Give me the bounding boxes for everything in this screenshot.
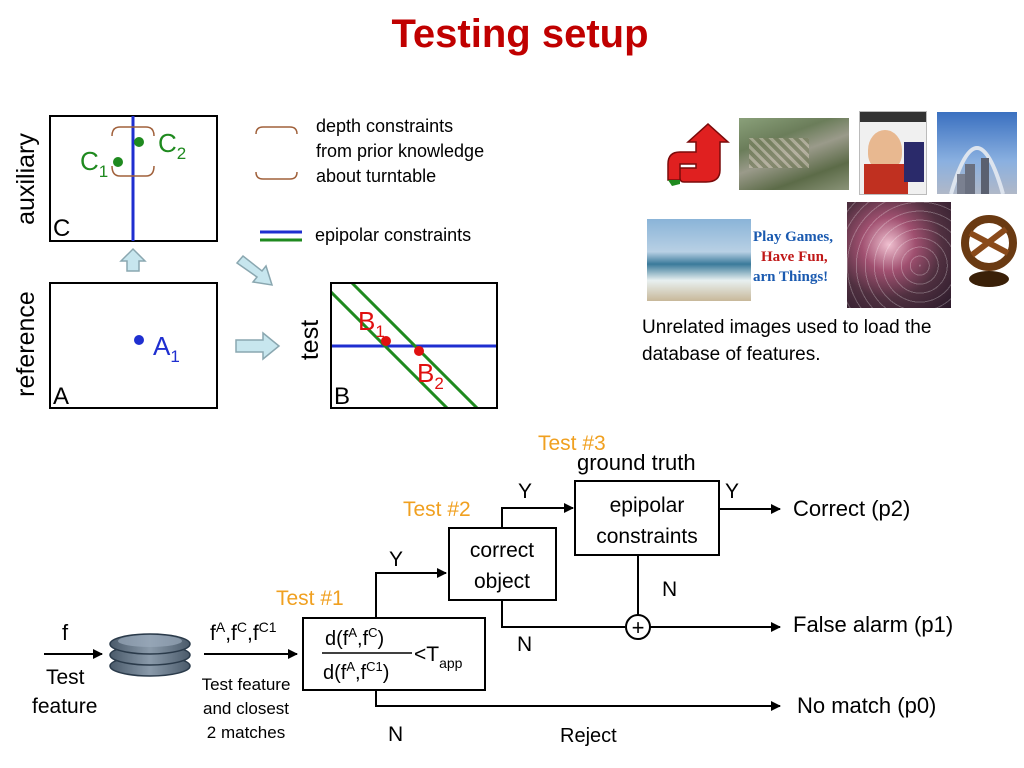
- images-caption: Unrelated images used to load the databa…: [642, 314, 1012, 368]
- legend-depth-line3: about turntable: [316, 166, 436, 186]
- epipolar-line-diagonal-1: [331, 289, 450, 408]
- svg-text:+: +: [632, 615, 645, 640]
- depth-bracket-top: [111, 126, 155, 137]
- point-a1: [134, 335, 144, 345]
- database-icon: [109, 633, 191, 677]
- depth-bracket-bottom: [111, 165, 155, 177]
- test-view: B1 B2 B test: [296, 282, 498, 410]
- box2-line2: object: [474, 570, 530, 593]
- test1-yes: Y: [389, 548, 403, 571]
- thumb-aerial-town: [739, 118, 849, 190]
- test3-no: N: [662, 578, 677, 601]
- test3-label: Test #3: [538, 432, 606, 455]
- thumb-arch: [937, 112, 1017, 194]
- label-c1: C1: [80, 146, 108, 181]
- auxiliary-view: C2 C1 C auxiliary: [12, 115, 218, 242]
- out-no-match: No match (p0): [797, 693, 936, 718]
- flowchart: f Test feature fA,fC,fC1 Test feature an…: [32, 432, 953, 747]
- svg-text:Play Games,: Play Games,: [753, 229, 833, 245]
- side-label-test: test: [296, 320, 324, 360]
- svg-text:arn Things!: arn Things!: [753, 269, 828, 285]
- page-title: Testing setup: [391, 12, 649, 56]
- matches-label-1: Test feature: [202, 675, 291, 694]
- thumb-red-arrow: [662, 122, 730, 188]
- thumb-sculpture: [958, 207, 1020, 289]
- thumb-play-games: Play Games, Have Fun, arn Things!: [751, 219, 846, 291]
- label-a1: A1: [153, 331, 180, 366]
- right-arrow-icon: [235, 331, 281, 361]
- ratio-numerator: d(fA,fC): [325, 625, 384, 650]
- box3-title: ground truth: [577, 450, 696, 475]
- label-b1: B1: [358, 306, 385, 341]
- test2-yes-arrow: [501, 503, 574, 528]
- box3-line1: epipolar: [610, 494, 685, 517]
- svg-text:Have Fun,: Have Fun,: [761, 249, 828, 265]
- point-b2: [414, 346, 424, 356]
- test1-no: N: [388, 723, 403, 746]
- no-match-arrow: [375, 690, 781, 711]
- box2-line1: correct: [470, 539, 534, 562]
- thumb-magazine: [859, 111, 927, 195]
- reference-view: A1 A reference: [12, 282, 218, 410]
- test2-yes: Y: [518, 480, 532, 503]
- out-correct: Correct (p2): [793, 496, 910, 521]
- corner-label-c: C: [53, 215, 70, 242]
- input-label-1: Test: [46, 666, 85, 689]
- test3-yes: Y: [725, 480, 739, 503]
- test1-box: [302, 617, 486, 691]
- caption-line-1: Unrelated images used to load the: [642, 317, 932, 338]
- test1-label: Test #1: [276, 587, 344, 610]
- out-false-alarm: False alarm (p1): [793, 612, 953, 637]
- matches-symbols: fA,fC,fC1: [210, 619, 277, 645]
- legend-epipolar: epipolar constraints: [315, 225, 471, 245]
- legend-depth-line1: depth constraints: [316, 116, 453, 136]
- input-symbol: f: [62, 620, 69, 645]
- matches-label-3: 2 matches: [207, 723, 285, 742]
- legend: depth constraints from prior knowledge a…: [255, 116, 484, 245]
- legend-bracket-top: [255, 126, 298, 135]
- point-c1: [113, 157, 123, 167]
- caption-line-2: database of features.: [642, 344, 821, 365]
- test2-no-line: [501, 600, 625, 628]
- ratio-threshold: <Tapp: [414, 643, 463, 671]
- diagonal-arrow-icon: [235, 254, 274, 286]
- ratio-denominator: d(fA,fC1): [323, 659, 389, 684]
- side-label-reference: reference: [12, 291, 40, 397]
- test3-box: [574, 480, 720, 556]
- reject-label: Reject: [560, 725, 617, 747]
- legend-bracket-bottom: [255, 171, 298, 180]
- label-c2: C2: [158, 128, 186, 163]
- corner-label-a: A: [53, 383, 69, 410]
- input-label-2: feature: [32, 695, 97, 718]
- red-arrow-icon: [667, 122, 730, 186]
- up-arrow-icon: [119, 247, 147, 272]
- plus-junction-icon: +: [625, 614, 651, 640]
- label-b2: B2: [417, 358, 444, 393]
- corner-label-b: B: [334, 383, 350, 410]
- box3-line2: constraints: [596, 525, 698, 548]
- test2-no: N: [517, 633, 532, 656]
- point-c2: [134, 137, 144, 147]
- test2-label: Test #2: [403, 498, 471, 521]
- test1-yes-arrow: [375, 568, 447, 618]
- side-label-auxiliary: auxiliary: [12, 133, 40, 225]
- thumb-beach: [647, 219, 751, 301]
- thumb-nebula: [847, 202, 951, 308]
- point-b1: [381, 336, 391, 346]
- legend-depth-line2: from prior knowledge: [316, 141, 484, 161]
- matches-label-2: and closest: [203, 699, 289, 718]
